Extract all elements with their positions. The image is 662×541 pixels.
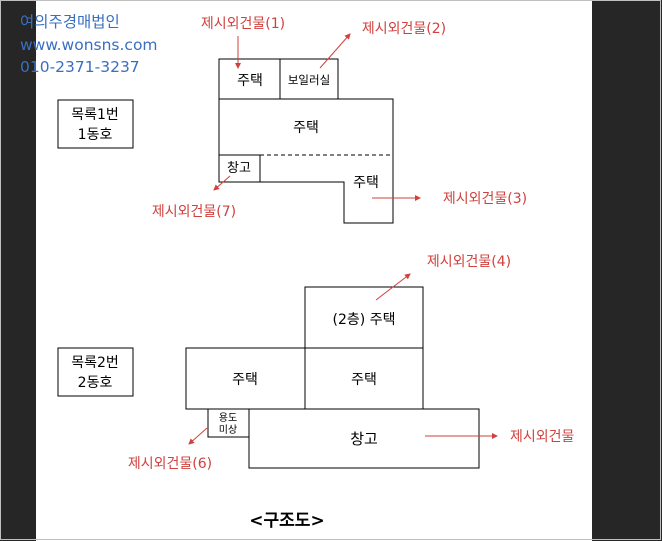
room-storage-2-label: 창고: [350, 430, 378, 448]
room-use-unknown-label-2: 미상: [219, 424, 237, 436]
room-storage-label: 창고: [227, 161, 251, 176]
annotation-excluded-7: 제시외건물(7): [152, 204, 236, 220]
arrow-excluded-2: [319, 33, 351, 69]
room-use-unknown-label-1: 용도: [219, 412, 237, 424]
room-house-right-label: 주택: [351, 372, 377, 388]
room-house-lower-label: 주택: [353, 175, 379, 191]
room-house-2f-label: (2층) 주택: [333, 312, 396, 328]
room-house-main-label: 주택: [293, 120, 319, 136]
watermark-company: 여의주경매법인: [20, 13, 120, 31]
room-house-top-label: 주택: [237, 73, 263, 89]
listing2-label-box: 목록2번 2동호: [57, 347, 134, 397]
left-dark-margin: [0, 0, 36, 541]
listing1-label-box: 목록1번 1동호: [57, 99, 134, 149]
room-storage-2: [248, 408, 480, 469]
listing1-label-line2: 1동호: [78, 127, 113, 143]
annotation-excluded-2: 제시외건물(2): [362, 21, 446, 37]
listing1-label-line1: 목록1번: [71, 107, 119, 123]
watermark-website: www.wonsns.com: [20, 36, 158, 54]
room-storage: [218, 154, 261, 183]
arrow-excluded-7: [213, 175, 231, 191]
watermark-phone: 010-2371-3237: [20, 58, 140, 76]
annotation-excluded-1: 제시외건물(1): [201, 16, 285, 32]
arrow-excluded-6: [188, 427, 208, 445]
annotation-excluded-right: 제시외건물: [510, 429, 575, 445]
annotation-excluded-6: 제시외건물(6): [128, 456, 212, 472]
listing2-label-line1: 목록2번: [71, 355, 119, 371]
arrow-excluded-4: [375, 273, 411, 301]
right-dark-margin: [592, 0, 662, 541]
structure-diagram: 목록1번 1동호 주택 보일러실 주택 창고 주택 제시외건물(1) 제시외건물…: [57, 16, 575, 531]
room-house-left-label: 주택: [232, 372, 258, 388]
annotation-excluded-3: 제시외건물(3): [443, 191, 527, 207]
building1-outline: [218, 58, 394, 224]
room-boiler-label: 보일러실: [288, 73, 330, 87]
structure-diagram-canvas: 목록1번 1동호 주택 보일러실 주택 창고 주택 제시외건물(1) 제시외건물…: [36, 0, 592, 541]
annotation-excluded-4: 제시외건물(4): [427, 254, 511, 270]
listing2-label-line2: 2동호: [78, 375, 113, 391]
diagram-caption: <구조도>: [249, 511, 324, 531]
building2-outline: [185, 286, 480, 469]
